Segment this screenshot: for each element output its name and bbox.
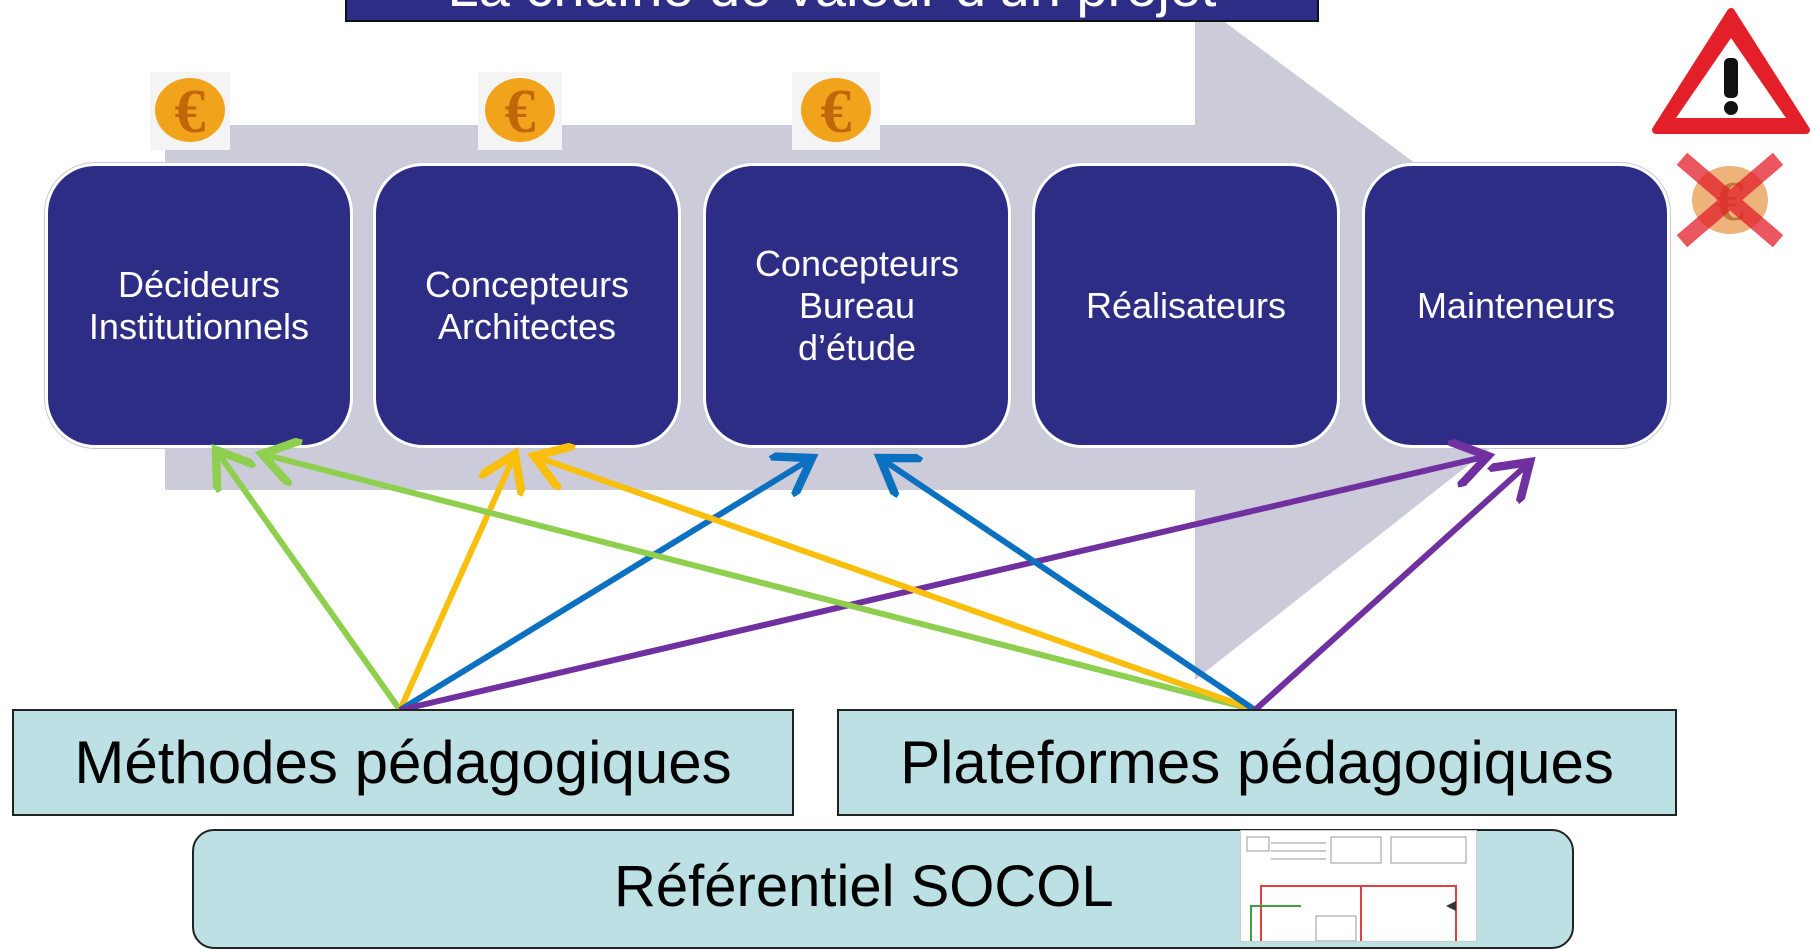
- stage-label: Mainteneurs: [1416, 284, 1616, 326]
- stage-realisateurs: Réalisateurs: [1032, 163, 1340, 448]
- arrow-methodes-mainteneurs: [399, 456, 1488, 713]
- plateformes-pedagogiques-box: Plateformes pédagogiques: [837, 709, 1677, 816]
- arrow-plateformes-architectes: [534, 456, 1256, 713]
- methodes-pedagogiques-box: Méthodes pédagogiques: [12, 709, 794, 816]
- methodes-label: Méthodes pédagogiques: [74, 729, 732, 796]
- schematic-drawing: [1246, 836, 1467, 941]
- arrow-plateformes-decideurs: [262, 454, 1256, 713]
- page-title: La chaîne de valeur d’un projet: [345, 0, 1319, 22]
- stage-concepteurs-architectes: Concepteurs Architectes: [373, 163, 681, 448]
- arrow-methodes-decideurs: [216, 450, 403, 712]
- euro-coin-icon: €: [792, 72, 880, 150]
- arrow-plateformes-mainteneurs: [1252, 462, 1530, 713]
- svg-text:€: €: [175, 78, 206, 146]
- arrow-plateformes-bureau: [880, 458, 1257, 713]
- euro-coin-icon: €: [478, 72, 562, 150]
- warning-triangle-icon: [1652, 8, 1810, 134]
- stage-decideurs: Décideurs Institutionnels: [45, 163, 353, 448]
- stage-label: Réalisateurs: [1085, 284, 1287, 326]
- plateformes-label: Plateformes pédagogiques: [900, 729, 1614, 796]
- referentiel-label: Référentiel SOCOL: [614, 854, 1114, 919]
- svg-text:€: €: [821, 78, 852, 146]
- crossed-euro-icon: €: [1676, 152, 1784, 248]
- stage-label: Décideurs Institutionnels: [88, 263, 310, 347]
- svg-text:€: €: [505, 78, 536, 146]
- stage-concepteurs-bureau-etude: Concepteurs Bureau d’étude: [703, 163, 1011, 448]
- stage-mainteneurs: Mainteneurs: [1362, 163, 1670, 448]
- arrow-methodes-architectes: [397, 454, 515, 712]
- arrow-methodes-bureau: [398, 458, 812, 713]
- stage-label: Concepteurs Architectes: [424, 263, 630, 347]
- euro-coin-icon: €: [150, 72, 230, 150]
- schematic-thumbnail: [1240, 830, 1477, 942]
- stage-label: Concepteurs Bureau d’étude: [754, 242, 960, 368]
